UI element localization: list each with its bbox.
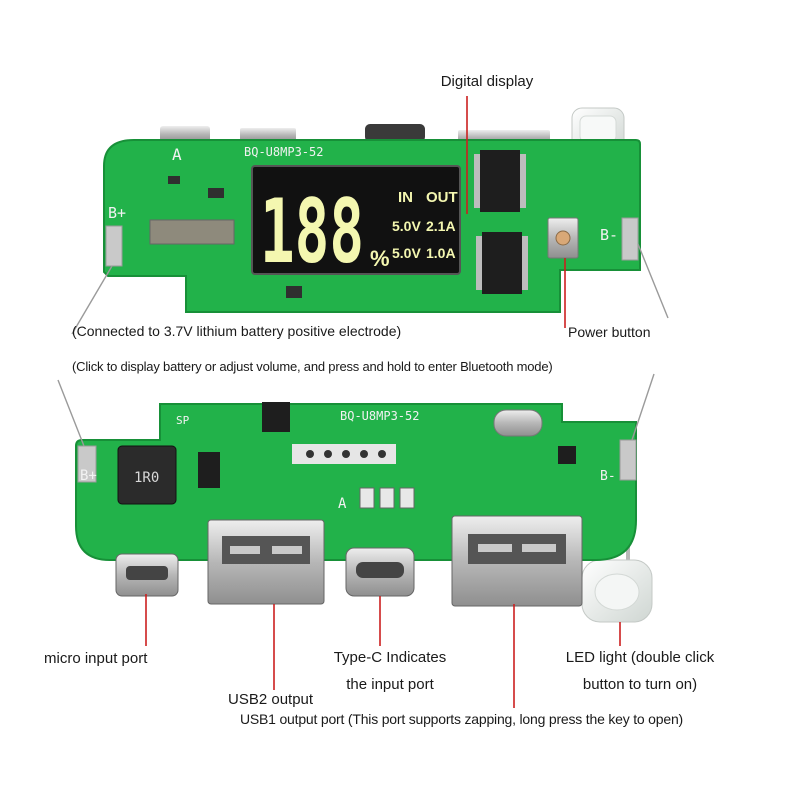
side-lines (57, 243, 669, 447)
top-ic-upper (474, 150, 526, 212)
bottom-smd-1 (359, 487, 375, 509)
top-connector-typec (365, 124, 425, 142)
label-usb1: USB1 output port (This port supports zap… (240, 711, 683, 727)
header-holes (292, 444, 396, 464)
display-out-value-2: 5.0V (392, 245, 421, 261)
top-connector-micro (160, 126, 210, 142)
bottom-ic-1 (198, 452, 220, 488)
top-silk-model: BQ-U8MP3-52 (244, 145, 323, 159)
label-micro-input: micro input port (44, 650, 148, 667)
power-button-component (547, 217, 579, 259)
top-smd-3 (286, 286, 302, 298)
bottom-ic-3 (558, 446, 576, 464)
top-ic-lower (476, 232, 528, 294)
label-battery-positive: (Connected to 3.7V lithium battery posit… (72, 323, 402, 339)
bottom-silk-b-plus: B+ (80, 468, 97, 484)
top-silk-a: A (172, 145, 182, 164)
inductor-label: 1R0 (134, 470, 159, 486)
top-silk-b-minus: B- (600, 226, 618, 244)
bottom-board: B+ B- 1R0 SP BQ-U8MP3-52 A (75, 402, 653, 623)
inductor: 1R0 (117, 445, 177, 505)
bottom-ic-2 (262, 402, 290, 432)
micro-usb-port (115, 553, 179, 597)
bottom-silk-a: A (338, 496, 347, 512)
display-out-label: OUT (426, 189, 458, 206)
top-board: B+ B- A BQ-U8MP3-52 (103, 107, 641, 313)
label-power-button: Power button (568, 324, 651, 340)
top-pad-b-minus (621, 217, 639, 261)
bottom-smd-2 (379, 487, 395, 509)
display-digits: 188 (260, 180, 364, 283)
label-digital-display: Digital display (440, 73, 534, 90)
crystal (493, 409, 543, 437)
usb1-port (451, 515, 583, 607)
type-c-port (345, 547, 415, 597)
side-line-right-bottom (631, 373, 655, 441)
top-smd-2 (168, 176, 180, 184)
display-in-value: 5.0V (392, 218, 421, 234)
bottom-pad-b-minus (619, 439, 637, 481)
bottom-silk-sp: SP (176, 414, 190, 427)
label-usb2: USB2 output (228, 691, 314, 708)
led-display: 188 % IN OUT 5.0V 2.1A 5.0V 1.0A (251, 165, 461, 283)
top-pad-b-plus (105, 225, 123, 267)
label-type-c-line1: Type-C Indicates (333, 649, 447, 666)
top-smd-1 (208, 188, 224, 198)
bottom-silk-model: BQ-U8MP3-52 (340, 409, 419, 423)
top-connector-usb2 (240, 128, 296, 142)
display-percent: % (370, 246, 390, 271)
display-out-value-1: 2.1A (426, 218, 456, 234)
side-line-left-bottom (57, 379, 85, 447)
side-line-right-top (637, 243, 669, 319)
bottom-silk-b-minus: B- (600, 469, 616, 484)
label-button-function: (Click to display battery or adjust volu… (72, 359, 553, 374)
label-type-c-line2: the input port (346, 676, 434, 693)
side-line-left-top (71, 265, 113, 335)
bottom-pad-b-plus (77, 445, 97, 483)
top-silk-b-plus: B+ (108, 204, 126, 222)
display-out-value-3: 1.0A (426, 245, 456, 261)
label-led-line2: button to turn on) (582, 676, 698, 693)
bottom-smd-3 (399, 487, 415, 509)
callout-lines (145, 96, 621, 708)
top-resistor-array (149, 219, 235, 245)
usb2-port (207, 519, 325, 605)
display-in-label: IN (398, 189, 413, 206)
label-led-line1: LED light (double click (565, 649, 715, 666)
